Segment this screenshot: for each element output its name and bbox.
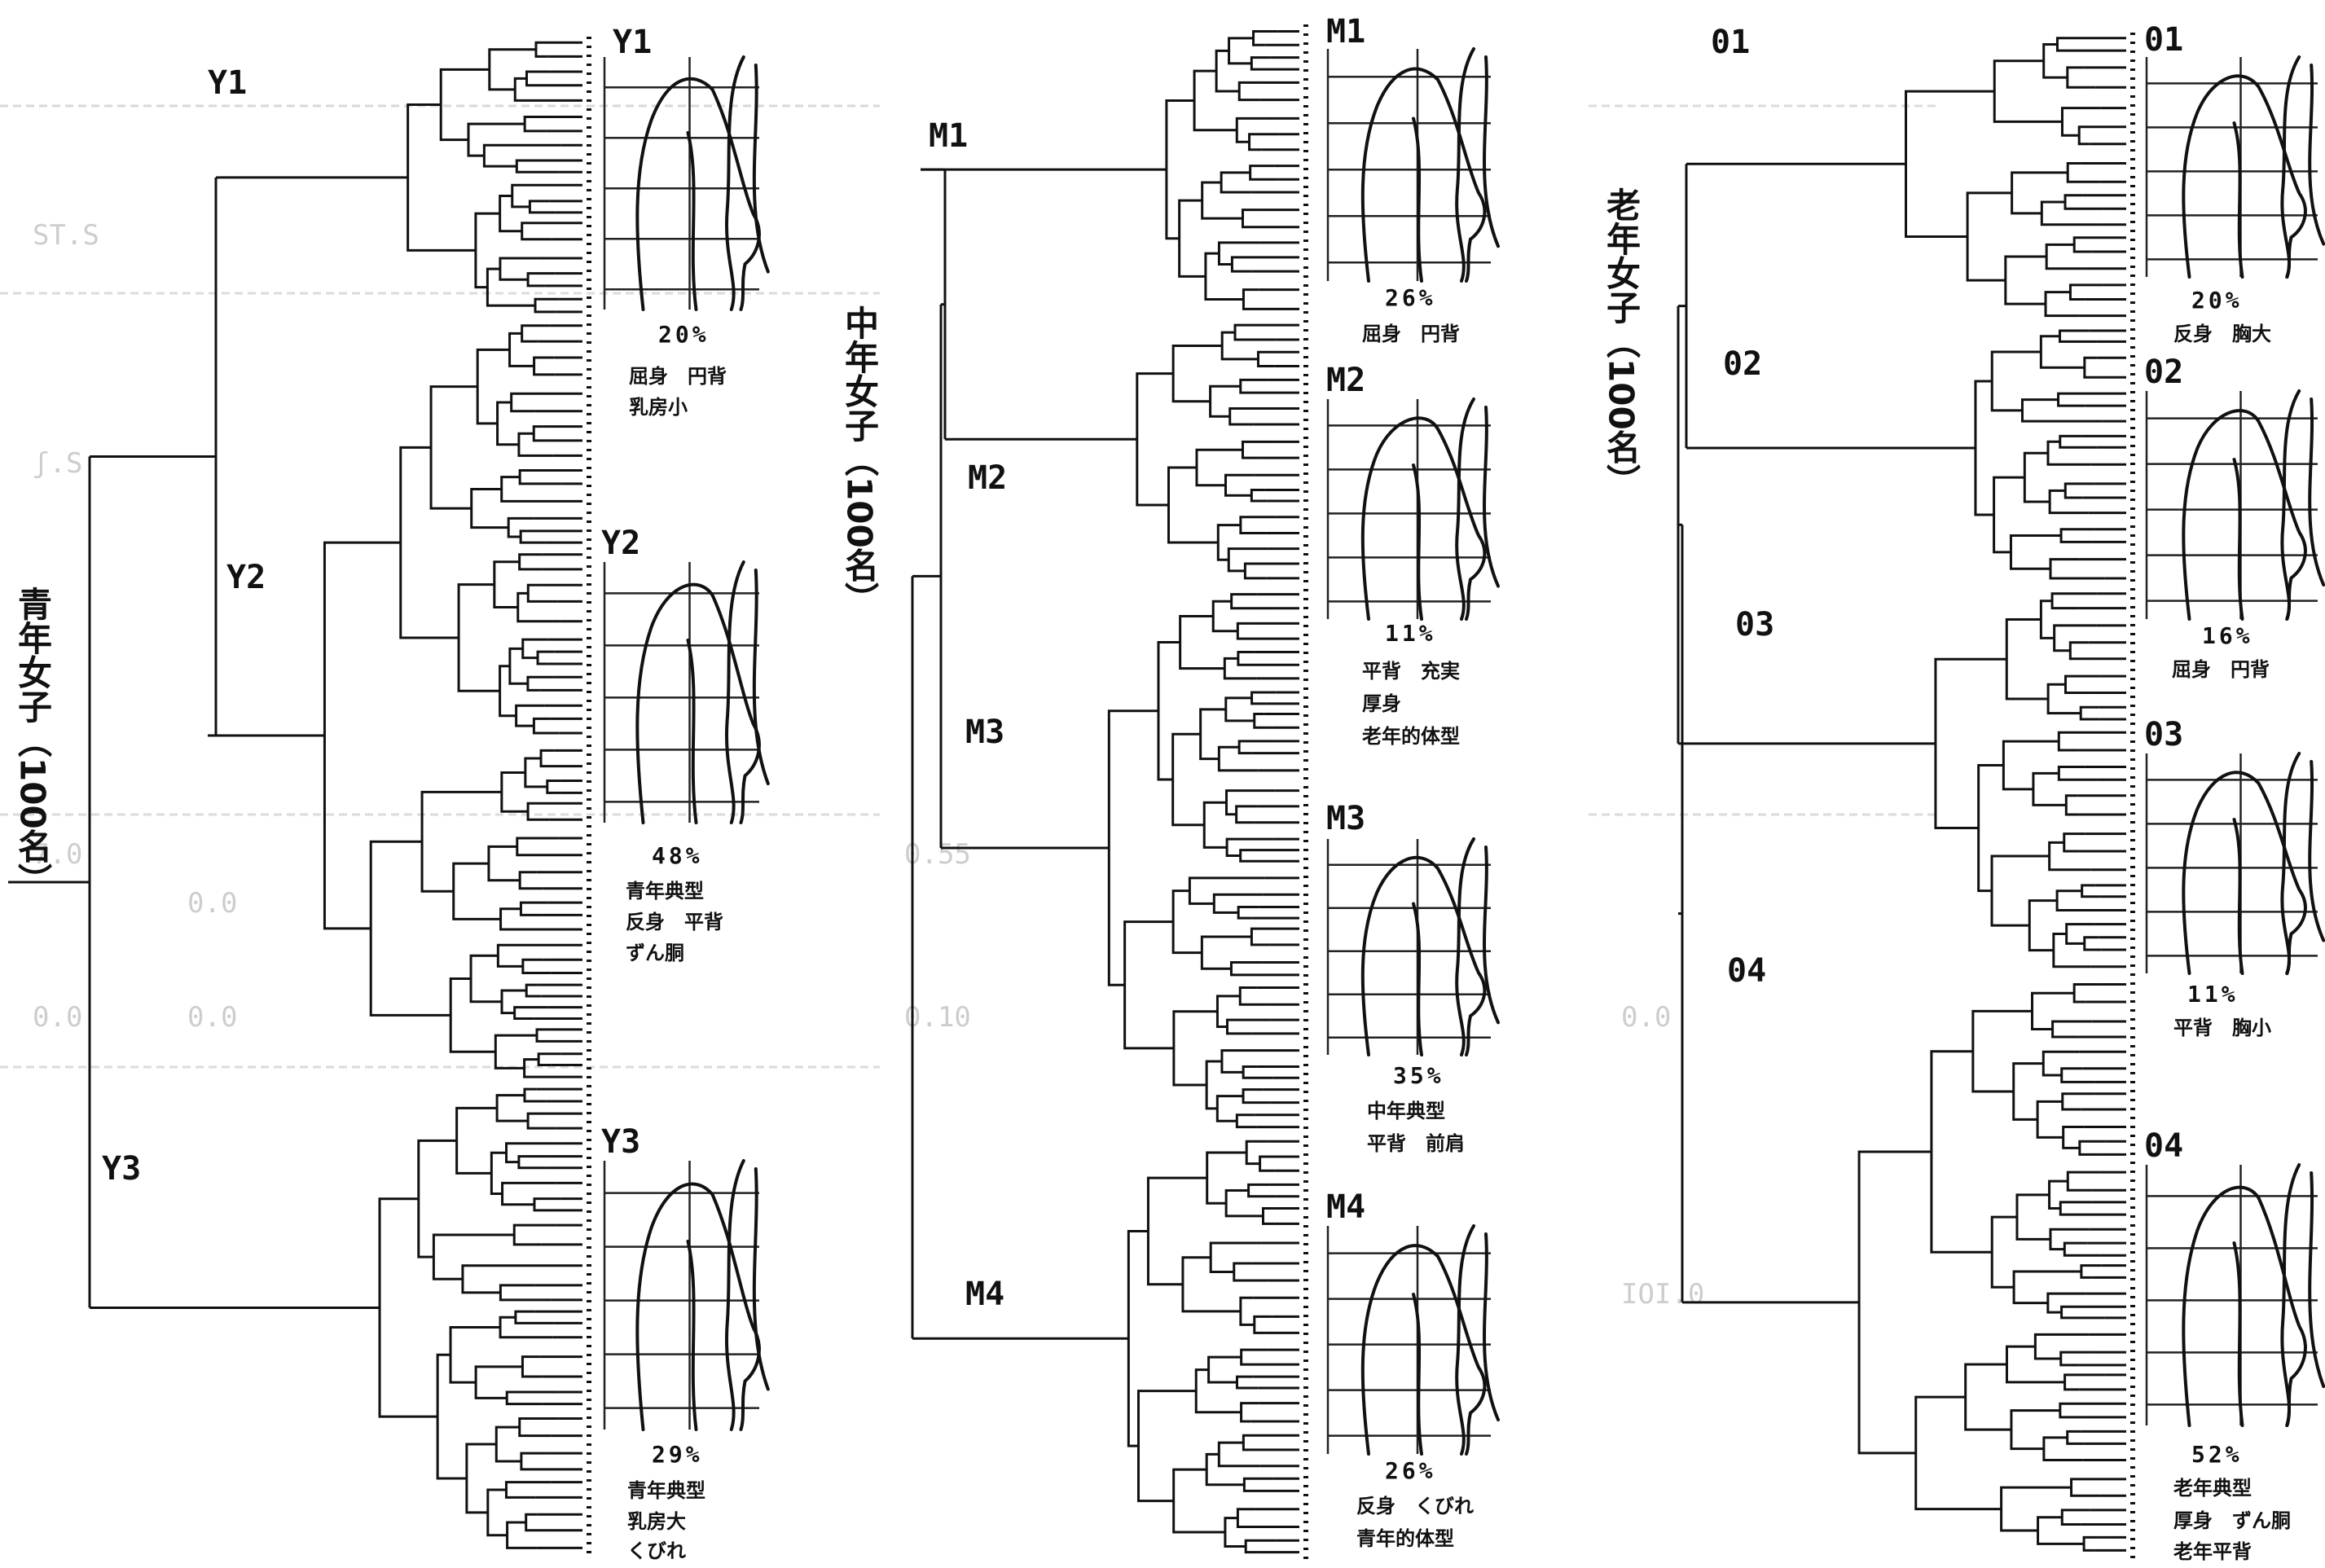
silhouette-m2: [1328, 399, 1498, 619]
percent-o2: 16%: [2202, 622, 2253, 649]
desc-m4-1: 青年的体型: [1356, 1527, 1454, 1550]
fig-label-o2: 02: [2144, 354, 2183, 391]
silhouette-m1: [1328, 49, 1498, 281]
desc-m2-2: 老年的体型: [1362, 725, 1460, 748]
fig-label-m3: M3: [1326, 800, 1365, 837]
fig-label-o1: 01: [2144, 21, 2183, 59]
cluster-label-o4: 04: [1727, 952, 1766, 990]
desc-o4-1: 厚身 ずん胴: [2173, 1509, 2291, 1532]
silhouette-o3: [2147, 753, 2323, 973]
svg-text:ΙΟΙ.0: ΙΟΙ.0: [1621, 1278, 1704, 1311]
svg-text:ʃ.S: ʃ.S: [33, 447, 82, 480]
group-title-young-text: 青年女子（100名）: [13, 586, 53, 898]
dendrogram-old-branch-1: [1703, 38, 2126, 316]
desc-y2-2: ずん胴: [626, 942, 684, 964]
cluster-label-o2: 02: [1723, 345, 1762, 383]
cluster-label-o3: 03: [1735, 606, 1774, 643]
svg-text:0.0: 0.0: [1621, 1001, 1671, 1034]
silhouette-y2: [604, 562, 768, 823]
desc-y1-0: 屈身 円背: [629, 365, 727, 388]
fig-label-y2: Y2: [601, 525, 640, 562]
silhouette-o4: [2147, 1165, 2323, 1425]
desc-m3-1: 平背 前肩: [1367, 1132, 1465, 1155]
fig-label-m4: M4: [1326, 1188, 1365, 1226]
desc-o4-0: 老年典型: [2173, 1477, 2252, 1500]
percent-m3: 35%: [1393, 1062, 1444, 1089]
svg-text:0.0: 0.0: [187, 1001, 237, 1034]
desc-o2-0: 屈身 円背: [2172, 658, 2270, 681]
fig-label-m1: M1: [1326, 13, 1365, 51]
desc-y3-0: 青年典型: [627, 1479, 705, 1502]
silhouette-m4: [1328, 1226, 1498, 1454]
fig-label-o4: 04: [2144, 1127, 2183, 1165]
group-title-middle: 中年女子（100名）: [840, 305, 880, 617]
silhouette-o2: [2147, 391, 2323, 619]
percent-y3: 29%: [652, 1441, 703, 1468]
cluster-label-y3: Y3: [102, 1150, 141, 1188]
desc-y3-1: 乳房大: [627, 1510, 686, 1533]
percent-y1: 20%: [658, 321, 710, 348]
cluster-label-y2: Y2: [226, 559, 266, 596]
cluster-label-m2: M2: [968, 459, 1007, 497]
svg-text:ST.S: ST.S: [33, 219, 99, 252]
desc-m3-0: 中年典型: [1367, 1100, 1445, 1122]
dendrogram-old-branch-4: [1719, 984, 2126, 1550]
percent-y2: 48%: [652, 842, 703, 869]
dendrogram-young: [8, 37, 589, 1560]
desc-m4-0: 反身 くびれ: [1356, 1495, 1474, 1517]
silhouette-y3: [604, 1161, 768, 1430]
dendrogram-young-branch-3: [90, 1089, 582, 1548]
desc-m1-0: 屈身 円背: [1362, 323, 1460, 345]
dendrogram-middle-branch-2: [953, 325, 1299, 578]
dendrogram-middle-branch-4: [957, 1141, 1299, 1552]
cluster-label-o1: 01: [1711, 24, 1750, 61]
silhouette-m3: [1328, 839, 1498, 1055]
svg-text:0.55: 0.55: [904, 838, 971, 871]
group-title-old-text: 老年女子（100名）: [1602, 187, 1642, 499]
dendrogram-middle-branch-1: [921, 32, 1299, 310]
fig-label-y3: Y3: [601, 1123, 640, 1161]
fig-label-y1: Y1: [613, 24, 652, 61]
svg-text:0.0: 0.0: [187, 887, 237, 920]
desc-y1-1: 乳房小: [629, 396, 688, 419]
desc-m2-1: 厚身: [1362, 692, 1401, 715]
desc-y2-1: 反身 平背: [626, 911, 723, 933]
svg-text:0.10: 0.10: [904, 1001, 971, 1034]
percent-m1: 26%: [1385, 284, 1436, 311]
percent-o1: 20%: [2191, 287, 2243, 314]
cluster-label-m3: M3: [965, 714, 1004, 751]
dendrogram-middle-branch-3: [957, 595, 1299, 1127]
percent-o3: 11%: [2187, 981, 2239, 1008]
silhouette-y1: [604, 57, 768, 310]
cluster-label-m1: M1: [929, 117, 968, 155]
cluster-label-y1: Y1: [208, 64, 247, 102]
desc-m2-0: 平背 充実: [1362, 660, 1460, 683]
group-title-young: 青年女子（100名）: [13, 586, 53, 898]
dendrogram-old: [1678, 33, 2133, 1560]
desc-y3-2: くびれ: [627, 1539, 686, 1562]
silhouette-o1: [2147, 57, 2323, 277]
fig-label-m2: M2: [1326, 362, 1365, 399]
dendrogram-old-branch-3: [1727, 594, 2126, 967]
group-title-middle-text: 中年女子（100名）: [840, 305, 880, 617]
svg-text:0.0: 0.0: [33, 1001, 82, 1034]
desc-o4-2: 老年平背: [2173, 1540, 2252, 1563]
desc-o3-0: 平背 胸小: [2173, 1017, 2271, 1039]
percent-m4: 26%: [1385, 1457, 1436, 1484]
cluster-label-m4: M4: [965, 1276, 1004, 1313]
percent-m2: 11%: [1385, 620, 1436, 647]
desc-y2-0: 青年典型: [626, 880, 704, 903]
group-title-old: 老年女子（100名）: [1602, 187, 1642, 499]
desc-o1-0: 反身 胸大: [2173, 323, 2271, 345]
dendrogram-young-branch-1: [220, 42, 582, 312]
dendrogram-young-branch-2: [208, 326, 582, 1077]
dendrogram-trees: [8, 24, 2133, 1560]
cluster-labels: Y1 Y2 Y3 M1 M2 M3 M4 01 02 03 04: [102, 24, 1774, 1313]
dendrogram-middle: [912, 24, 1306, 1560]
fig-label-o3: 03: [2144, 716, 2183, 753]
background-noise: ST.S ʃ.S 7.0 0.0 0.0 0.0 0.10 0.55 0.0 Ι…: [0, 106, 1939, 1311]
percent-o4: 52%: [2191, 1441, 2243, 1468]
figure-captions: Y1 20% 屈身 円背 乳房小 Y2 48% 青年典型 反身 平背 ずん胴 Y…: [601, 13, 2291, 1563]
